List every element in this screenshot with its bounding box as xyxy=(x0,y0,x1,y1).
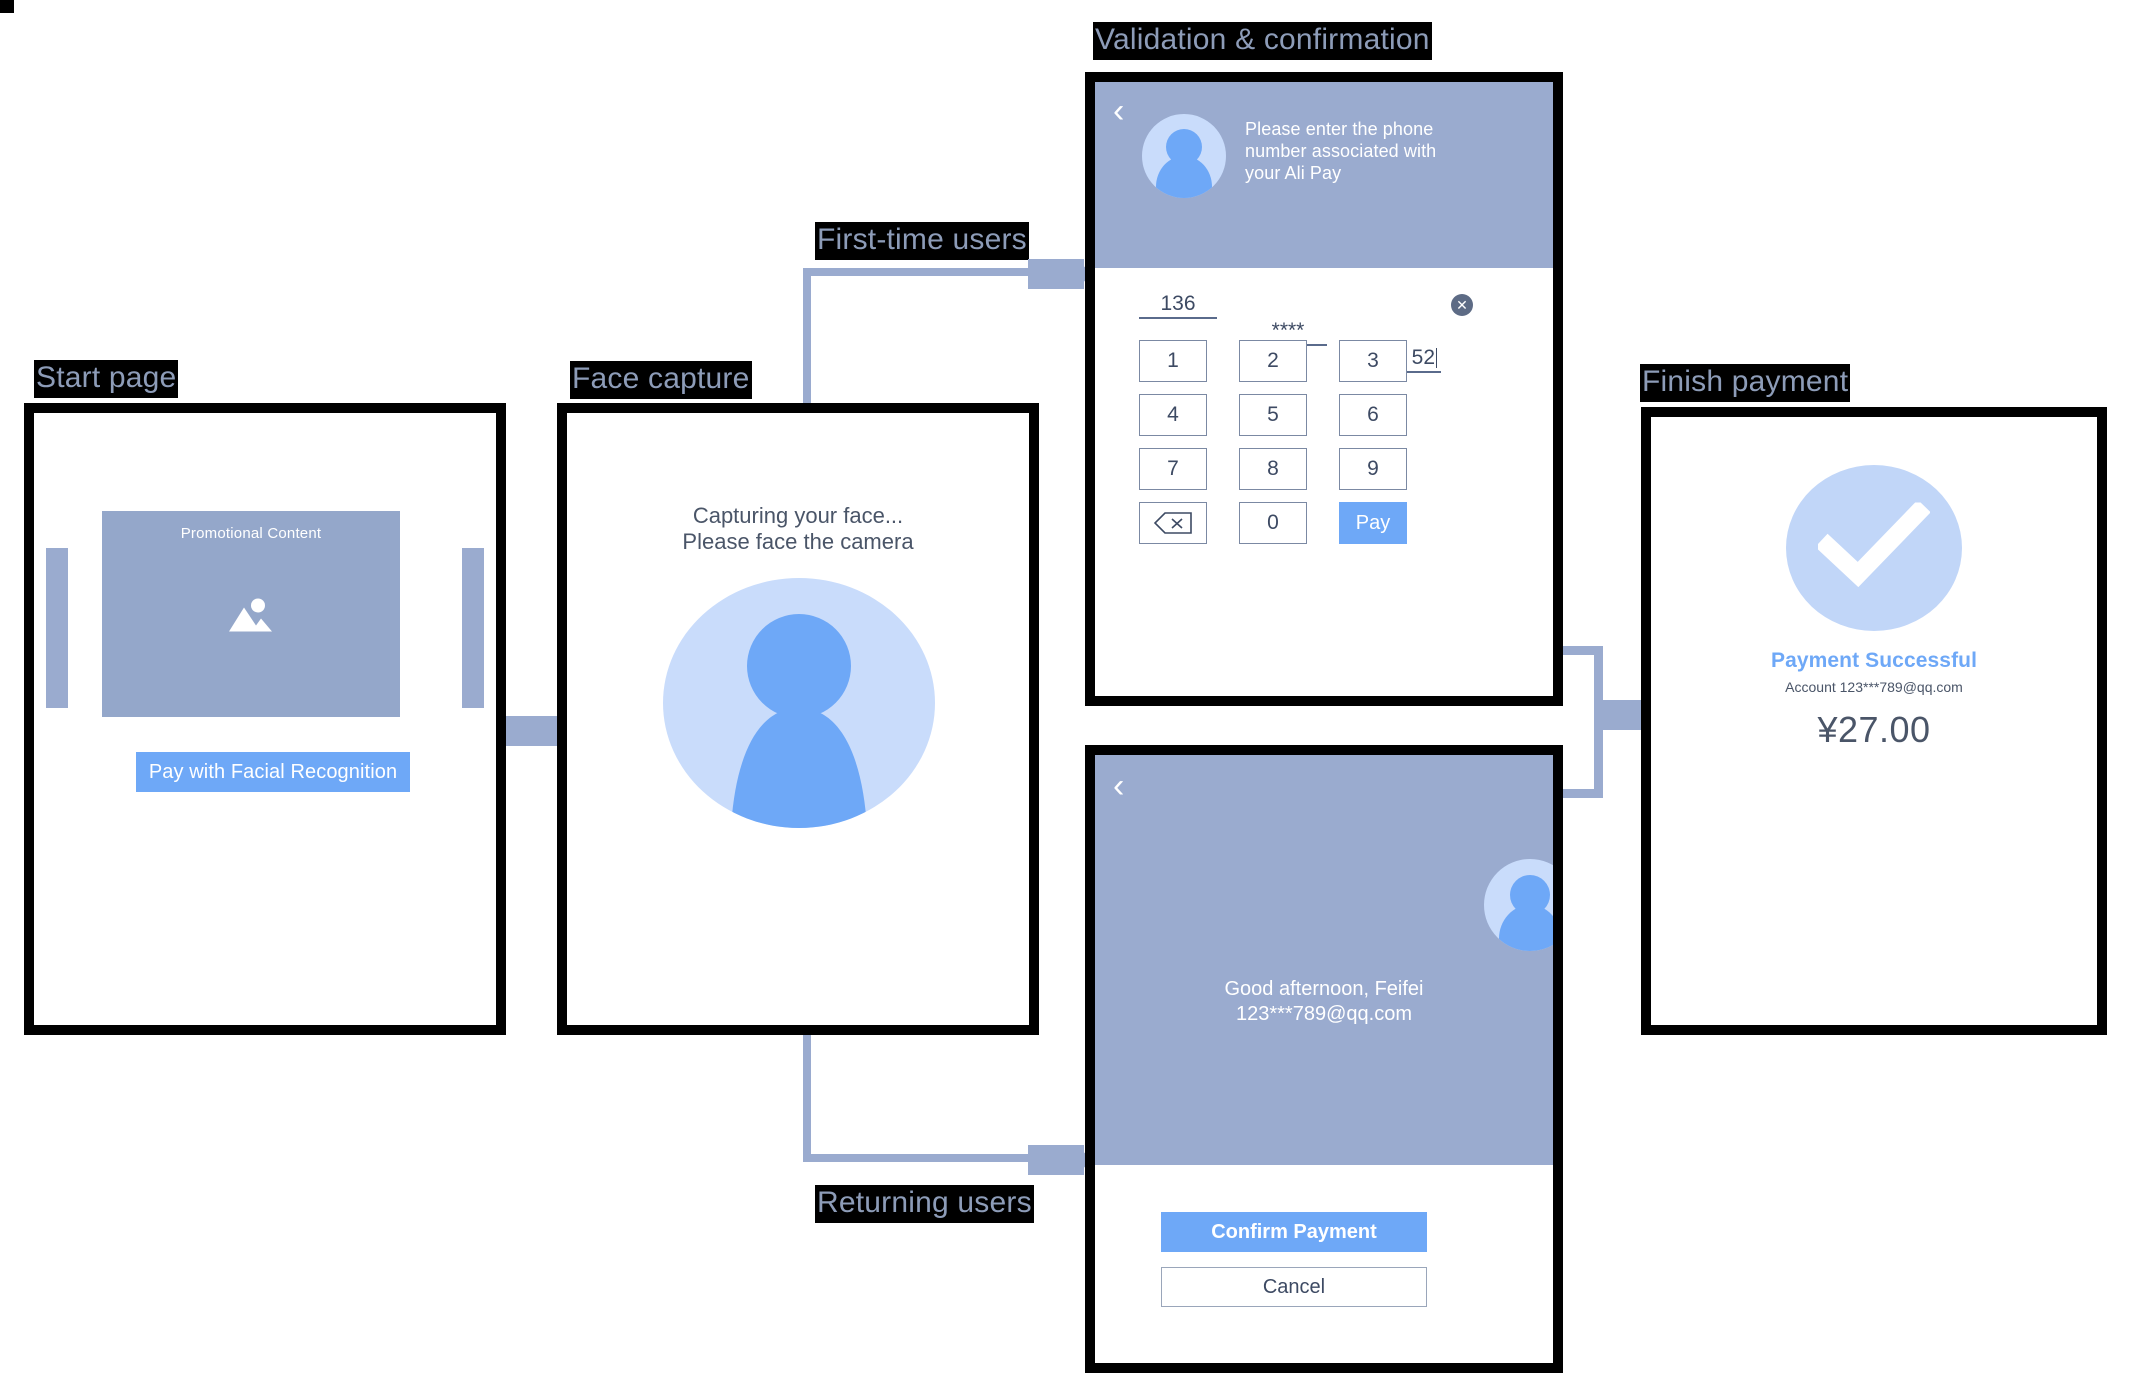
confirm-greeting: Good afternoon, Feifei xyxy=(1224,978,1424,1000)
keypad-row: 0 Pay xyxy=(1139,502,1469,544)
key-8[interactable]: 8 xyxy=(1239,448,1307,490)
confirm-greeting-block: Good afternoon, Feifei 123***789@qq.com xyxy=(1095,977,1553,1027)
screen-start-page: Promotional Content Pay with Facial Reco… xyxy=(24,403,506,1035)
connector-face-to-confirm-vertical xyxy=(803,1032,811,1162)
person-avatar-icon xyxy=(729,612,869,828)
connector-face-to-validation-horizontal xyxy=(803,268,1028,276)
step-title-face-capture: Face capture xyxy=(570,361,752,399)
pay-button[interactable]: Pay xyxy=(1339,502,1407,544)
screen-face-capture: Capturing your face... Please face the c… xyxy=(557,403,1039,1035)
keypad-row: 7 8 9 xyxy=(1139,448,1469,490)
key-4[interactable]: 4 xyxy=(1139,394,1207,436)
screen-validation: ‹ Please enter the phone number associat… xyxy=(1085,72,1563,706)
avatar xyxy=(1484,859,1553,951)
capture-instruction: Capturing your face... Please face the c… xyxy=(567,503,1029,555)
phone-number-input-row: 136 **** 52 ✕ xyxy=(1095,292,1553,373)
branch-label-returning-users: Returning users xyxy=(815,1185,1034,1223)
backspace-icon[interactable] xyxy=(1139,502,1207,544)
key-2[interactable]: 2 xyxy=(1239,340,1307,382)
promotional-content-box: Promotional Content xyxy=(102,511,400,717)
back-chevron-icon[interactable]: ‹ xyxy=(1113,767,1125,805)
connector-confirm-to-merge xyxy=(1562,789,1602,798)
success-circle xyxy=(1786,465,1962,631)
confirm-account: 123***789@qq.com xyxy=(1236,1003,1412,1025)
numeric-keypad: 1 2 3 4 5 6 7 8 9 xyxy=(1139,340,1469,544)
payment-amount: ¥27.00 xyxy=(1817,709,1931,750)
branch-label-first-time-users: First-time users xyxy=(815,222,1029,260)
step-title-validation: Validation & confirmation xyxy=(1093,22,1432,60)
back-chevron-icon[interactable]: ‹ xyxy=(1113,92,1125,130)
key-0[interactable]: 0 xyxy=(1239,502,1307,544)
confirm-payment-button[interactable]: Confirm Payment xyxy=(1161,1212,1427,1252)
key-7[interactable]: 7 xyxy=(1139,448,1207,490)
keypad-row: 1 2 3 xyxy=(1139,340,1469,382)
image-placeholder-icon xyxy=(225,596,277,641)
connector-face-to-confirm-horizontal xyxy=(803,1154,1028,1162)
right-side-bar xyxy=(462,548,484,708)
phone-segment-3-value: 52 xyxy=(1411,346,1435,369)
step-title-start-page: Start page xyxy=(34,360,179,398)
confirm-header: ‹ Good afternoon, Feifei 123***789@qq.co… xyxy=(1095,755,1553,1165)
connector-merge-to-finish xyxy=(1594,700,1645,730)
step-title-finish-payment: Finish payment xyxy=(1640,364,1851,402)
promotional-content-label: Promotional Content xyxy=(180,525,322,542)
key-3[interactable]: 3 xyxy=(1339,340,1407,382)
checkmark-icon xyxy=(1815,499,1931,594)
screen-finish-payment: Payment Successful Account 123***789@qq.… xyxy=(1641,407,2107,1035)
keypad-row: 4 5 6 xyxy=(1139,394,1469,436)
key-9[interactable]: 9 xyxy=(1339,448,1407,490)
validation-prompt: Please enter the phone number associated… xyxy=(1245,119,1437,183)
connector-face-to-validation-stub xyxy=(1028,259,1084,289)
key-5[interactable]: 5 xyxy=(1239,394,1307,436)
avatar xyxy=(1142,114,1226,198)
corner-mark xyxy=(0,0,14,13)
text-caret xyxy=(1436,348,1437,368)
connector-face-to-validation-vertical xyxy=(803,268,811,408)
payment-successful-title: Payment Successful xyxy=(1770,649,1978,672)
connector-face-to-confirm-stub xyxy=(1028,1145,1084,1175)
capture-instruction-line-2: Please face the camera xyxy=(682,529,914,554)
phone-segment-1[interactable]: 136 xyxy=(1139,292,1217,319)
connector-start-to-face xyxy=(505,716,557,746)
pay-with-facial-recognition-button[interactable]: Pay with Facial Recognition xyxy=(136,752,410,792)
validation-header: ‹ Please enter the phone number associat… xyxy=(1095,82,1553,268)
cancel-button[interactable]: Cancel xyxy=(1161,1267,1427,1307)
key-1[interactable]: 1 xyxy=(1139,340,1207,382)
face-capture-halo xyxy=(663,578,935,828)
connector-validation-to-merge xyxy=(1562,646,1602,655)
capture-instruction-line-1: Capturing your face... xyxy=(692,503,904,528)
left-side-bar xyxy=(46,548,68,708)
clear-circle-x-icon[interactable]: ✕ xyxy=(1451,294,1473,316)
screen-confirm-payment: ‹ Good afternoon, Feifei 123***789@qq.co… xyxy=(1085,745,1563,1373)
payment-account-line: Account 123***789@qq.com xyxy=(1785,679,1963,695)
key-6[interactable]: 6 xyxy=(1339,394,1407,436)
